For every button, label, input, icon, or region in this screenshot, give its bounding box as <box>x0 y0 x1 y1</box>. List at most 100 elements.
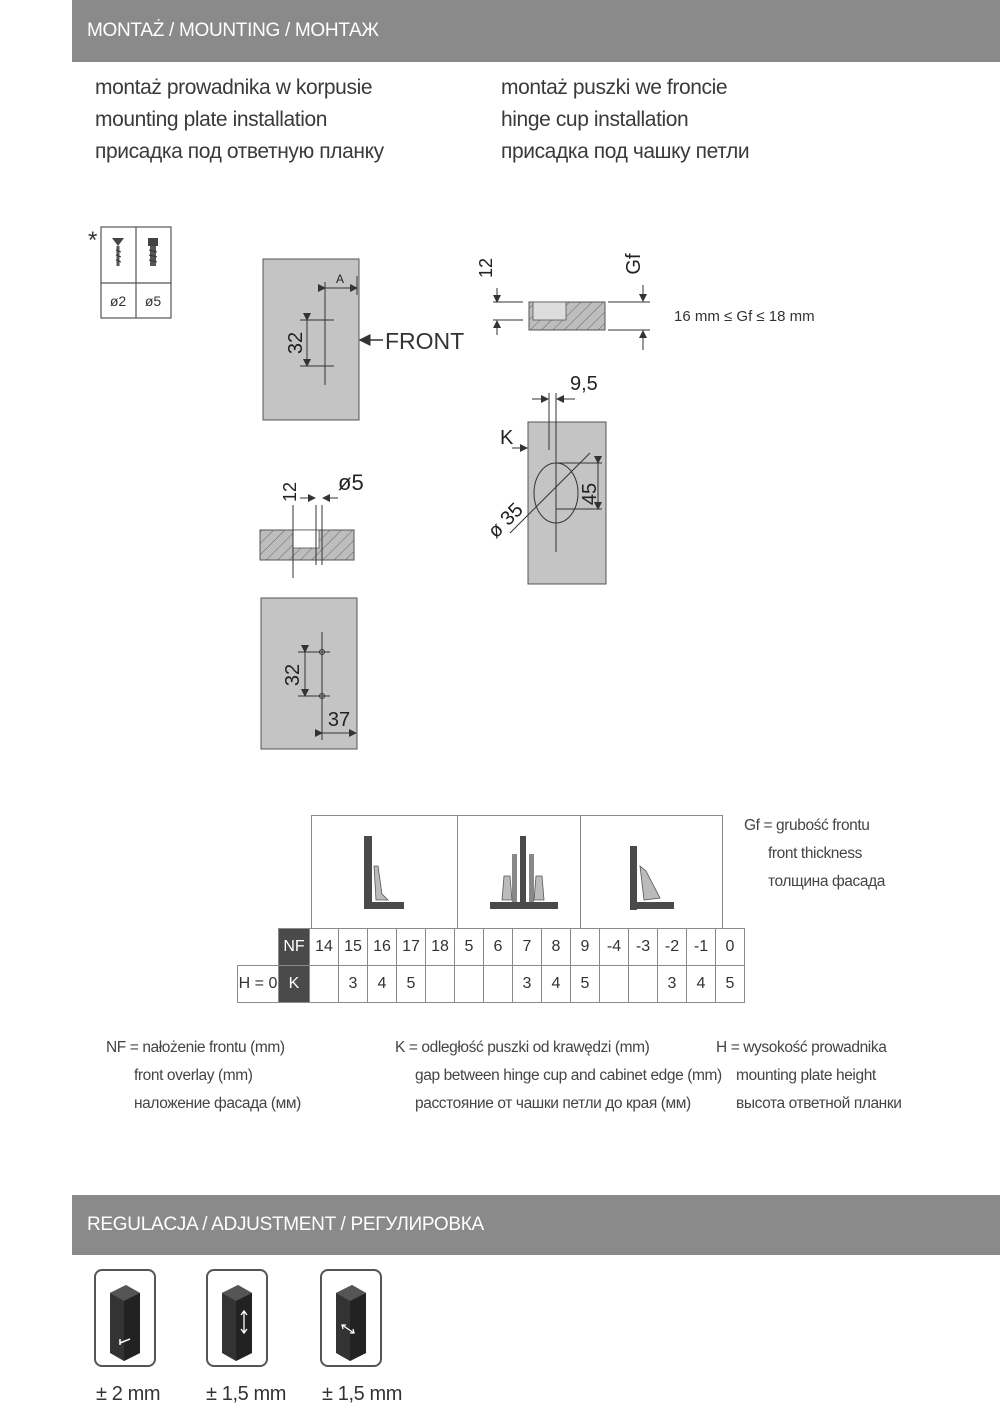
cabinet-icon <box>110 1285 140 1361</box>
nf-cell: -3 <box>628 928 658 966</box>
h-label: H = 0 <box>237 965 279 1003</box>
k-row: H = 0 K 3 4 5 3 4 5 3 4 5 <box>237 965 745 1003</box>
text-line: montaż prowadnika w korpusie <box>95 76 373 99</box>
legend-line: front thickness <box>768 845 862 862</box>
legend-line: gap between hinge cup and cabinet edge (… <box>415 1067 722 1084</box>
dim-d5: ø5 <box>338 470 364 495</box>
k-cell <box>454 965 484 1003</box>
cabinet-icon <box>222 1285 252 1361</box>
section-header-mounting: MONTAŻ / MOUNTING / МОНТАЖ <box>72 0 1000 62</box>
legend-line: mounting plate height <box>736 1067 876 1084</box>
text-line: mounting plate installation <box>95 108 328 131</box>
nf-cell: 5 <box>454 928 484 966</box>
nf-cell: 8 <box>541 928 571 966</box>
nf-cell: 9 <box>570 928 600 966</box>
overlay-table: NF 14 15 16 17 18 5 6 7 8 9 -4 -3 -2 -1 … <box>237 928 745 1003</box>
k-cell: 4 <box>367 965 397 1003</box>
plate-side-view: ø5 12 <box>259 470 364 578</box>
h-legend: H = wysokość prowadnika mounting plate h… <box>716 1034 902 1118</box>
k-cell <box>483 965 513 1003</box>
plate-top-view: A 32 FRONT <box>262 258 464 421</box>
inset-hinge-icon <box>630 846 674 910</box>
k-cell <box>425 965 455 1003</box>
diameter-5-label: ø5 <box>145 293 162 309</box>
nf-cell: -1 <box>686 928 716 966</box>
k-legend: K = odległość puszki od krawędzi (mm) ga… <box>395 1034 722 1118</box>
dim-12-cup: 12 <box>476 258 496 278</box>
wood-screw-icon <box>112 238 124 266</box>
depth-adjustment-icon <box>320 1269 382 1367</box>
legend-line: наложение фасада (мм) <box>134 1095 301 1112</box>
height-adjustment-icon <box>206 1269 268 1367</box>
text-line: montaż puszki we froncie <box>501 76 728 99</box>
dim-a: A <box>336 272 344 286</box>
nf-row: NF 14 15 16 17 18 5 6 7 8 9 -4 -3 -2 -1 … <box>238 928 745 966</box>
cabinet-icon <box>336 1285 366 1361</box>
k-cell: 5 <box>715 965 745 1003</box>
cup-front-view: 9,5 K ø 35 45 <box>484 373 607 585</box>
k-cell <box>628 965 658 1003</box>
k-cell: 4 <box>686 965 716 1003</box>
hinge-icons <box>364 836 674 910</box>
legend-line: толщина фасада <box>768 873 885 890</box>
screw-table: ø2 ø5 <box>100 226 172 319</box>
k-cell: 3 <box>338 965 368 1003</box>
asterisk: * <box>88 227 97 254</box>
cup-installation-text: montaż puszki we froncie hinge cup insta… <box>501 72 750 168</box>
nf-legend: NF = nałożenie frontu (mm) front overlay… <box>106 1034 301 1118</box>
nf-cell: 15 <box>338 928 368 966</box>
dim-k: K <box>500 427 514 449</box>
front-label: FRONT <box>385 328 464 354</box>
empty-cell <box>238 929 279 966</box>
hinge-type-header <box>311 815 723 929</box>
dim-37: 37 <box>328 709 350 731</box>
legend-line: расстояние от чашки петли до края (мм) <box>415 1095 691 1112</box>
technical-drawings: * ø2 ø5 A 32 FRONT <box>88 226 815 750</box>
height-adjustment-value: ± 1,5 mm <box>206 1383 287 1405</box>
dim-9-5: 9,5 <box>570 373 598 395</box>
k-cell: 5 <box>396 965 426 1003</box>
legend-line: H = wysokość prowadnika <box>716 1039 887 1056</box>
text-line: присадка под ответную планку <box>95 140 384 163</box>
nf-cell: 7 <box>512 928 542 966</box>
nf-cell: 18 <box>425 928 455 966</box>
nf-cell: -2 <box>657 928 687 966</box>
k-cell <box>599 965 629 1003</box>
side-adjustment-icon <box>94 1269 156 1367</box>
side-adjustment-value: ± 2 mm <box>96 1383 161 1405</box>
legend-line: Gf = grubość frontu <box>744 817 870 834</box>
text-line: hinge cup installation <box>501 108 689 131</box>
legend-line: NF = nałożenie frontu (mm) <box>106 1039 285 1056</box>
depth-adjustment-value: ± 1,5 mm <box>322 1383 403 1405</box>
nf-cell: -4 <box>599 928 629 966</box>
section-title: MONTAŻ / MOUNTING / МОНТАЖ <box>87 20 379 41</box>
nf-label: NF <box>278 928 310 966</box>
nf-cell: 0 <box>715 928 745 966</box>
k-cell: 4 <box>541 965 571 1003</box>
section-title: REGULACJA / ADJUSTMENT / РЕГУЛИРОВКА <box>87 1214 484 1235</box>
k-label: K <box>278 965 310 1003</box>
k-cell: 3 <box>657 965 687 1003</box>
nf-cell: 16 <box>367 928 397 966</box>
k-cell: 5 <box>570 965 600 1003</box>
half-overlay-hinge-icon <box>490 836 558 909</box>
nf-cell: 14 <box>309 928 339 966</box>
dim-gf: Gf <box>623 253 645 275</box>
dim-d35: ø 35 <box>484 499 528 543</box>
legend-line: высота ответной планки <box>736 1095 902 1112</box>
dim-45: 45 <box>579 483 601 505</box>
dim-12: 12 <box>280 482 300 502</box>
legend-line: K = odległość puszki od krawędzi (mm) <box>395 1039 650 1056</box>
gf-legend: Gf = grubość frontu front thickness толщ… <box>744 812 885 896</box>
nf-cell: 6 <box>483 928 513 966</box>
legend-line: front overlay (mm) <box>134 1067 253 1084</box>
gf-range: 16 mm ≤ Gf ≤ 18 mm <box>674 308 815 325</box>
cup-side-view: 12 Gf 16 mm ≤ Gf ≤ 18 mm <box>476 253 815 350</box>
euro-screw-icon <box>148 238 158 266</box>
section-header-adjustment: REGULACJA / ADJUSTMENT / РЕГУЛИРОВКА <box>72 1195 1000 1255</box>
dim-32-bottom: 32 <box>282 664 304 686</box>
nf-cell: 17 <box>396 928 426 966</box>
dim-32: 32 <box>285 332 307 354</box>
k-cell <box>309 965 339 1003</box>
text-line: присадка под чашку петли <box>501 140 750 163</box>
